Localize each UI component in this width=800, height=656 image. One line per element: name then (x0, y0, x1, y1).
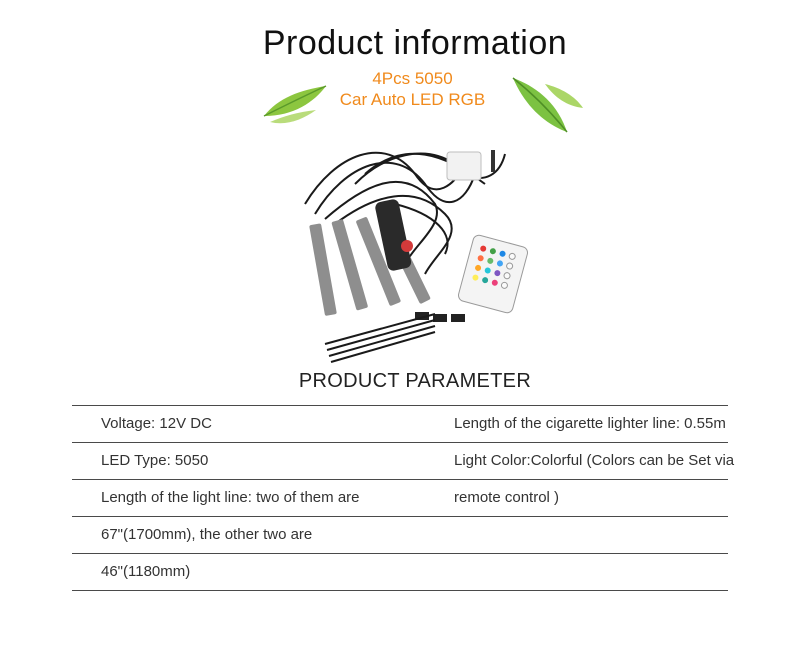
subtitle-line-2: Car Auto LED RGB (339, 90, 486, 109)
led-strip (309, 216, 431, 316)
table-row: Voltage: 12V DC Length of the cigarette … (72, 405, 728, 442)
mounting-clips (415, 312, 465, 322)
cable-ties (324, 313, 436, 363)
table-row: 67"(1700mm), the other two are (72, 516, 728, 553)
subtitle-line-1: 4Pcs 5050 (372, 69, 453, 88)
page-title: Product information (262, 24, 568, 62)
product-photo (304, 150, 528, 363)
param-heading: PRODUCT PARAMETER (298, 370, 532, 392)
control-box (446, 150, 495, 181)
param-table: Voltage: 12V DC Length of the cigarette … (72, 405, 734, 591)
param-cell: Light Color:Colorful (Colors can be Set … (454, 452, 735, 469)
subtitle: 4Pcs 5050 Car Auto LED RGB (300, 68, 525, 110)
table-row: 46"(1180mm) (72, 553, 728, 591)
table-row: Length of the light line: two of them ar… (72, 479, 728, 516)
table-row: LED Type: 5050 Light Color:Colorful (Col… (72, 442, 734, 479)
cigarette-lighter-plug (375, 199, 413, 271)
remote-control (458, 234, 528, 314)
param-cell: 46"(1180mm) (101, 563, 191, 580)
param-cell: Voltage: 12V DC (101, 415, 212, 432)
param-cell: 67"(1700mm), the other two are (101, 526, 313, 543)
param-cell: Length of the cigarette lighter line: 0.… (454, 415, 726, 432)
param-cell: LED Type: 5050 (101, 452, 209, 469)
green-leaf-icon (263, 85, 327, 124)
green-leaf-icon (512, 77, 583, 133)
param-cell: Length of the light line: two of them ar… (101, 489, 360, 506)
wire-bundle (304, 151, 506, 275)
param-cell: remote control ) (454, 489, 560, 506)
